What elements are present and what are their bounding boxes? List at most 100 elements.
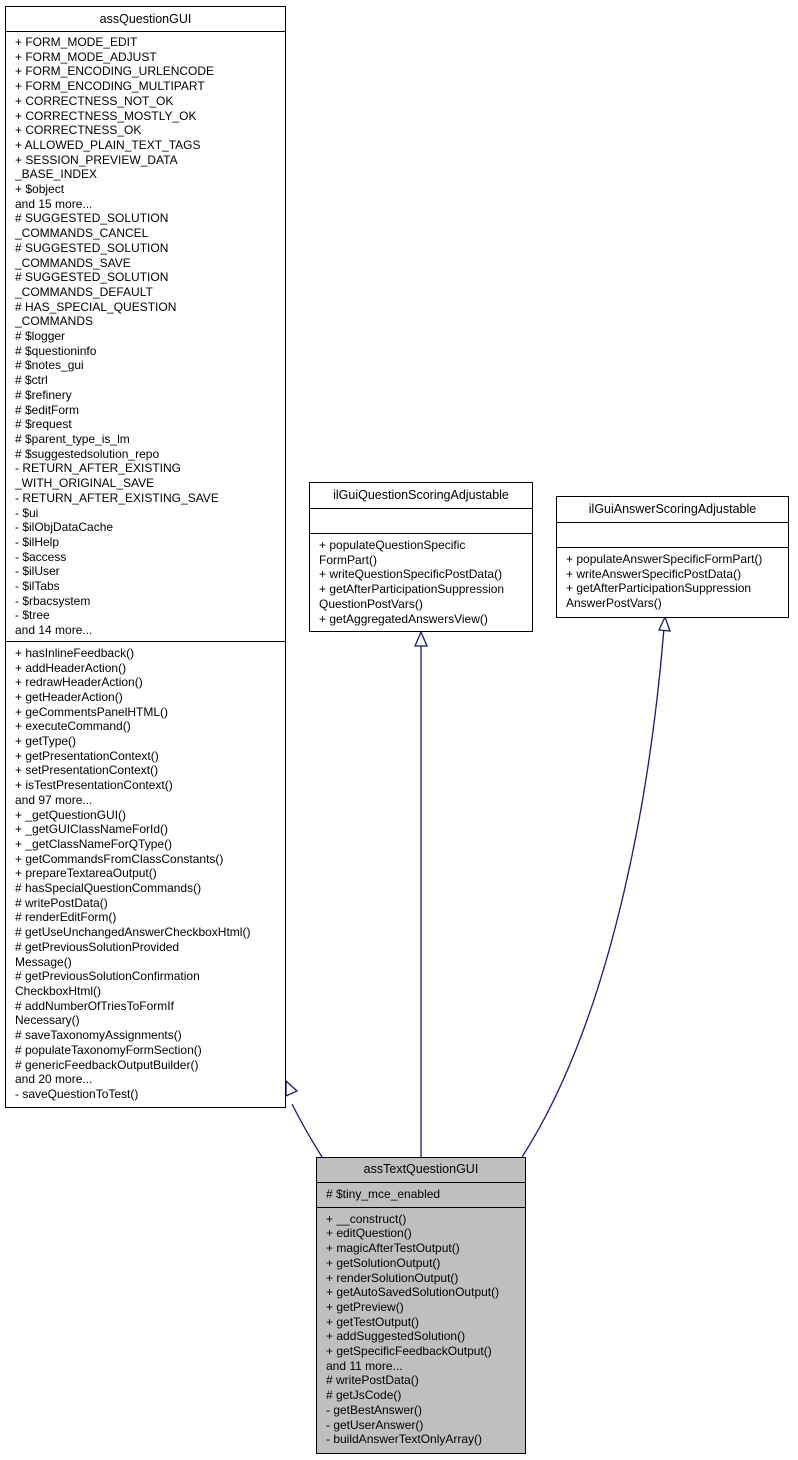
class-member: - $ilHelp (15, 534, 60, 549)
class-member: + CORRECTNESS_NOT_OK (15, 93, 174, 108)
attributes-section (557, 523, 788, 548)
class-member: - $access (15, 549, 67, 564)
class-member: + executeCommand() (15, 719, 131, 734)
class-member: # saveTaxonomyAssignments() (15, 1028, 182, 1043)
arrowhead-answer-scoring (658, 615, 671, 632)
attributes-section: + FORM_MODE_EDIT+ FORM_MODE_ADJUST+ FORM… (6, 32, 285, 641)
class-member: - getBestAnswer() (326, 1402, 423, 1417)
class-member: + $object (15, 182, 65, 197)
class-box-asstextquestiongui[interactable]: assTextQuestionGUI # $tiny_mce_enabled +… (316, 1157, 526, 1454)
class-member: # $parent_type_is_lm (15, 431, 130, 446)
class-member: + getPreview() (326, 1299, 404, 1314)
class-member: # renderEditForm() (15, 910, 117, 925)
class-member: + getAfterParticipationSuppression (566, 581, 752, 596)
class-member: # populateTaxonomyFormSection() (15, 1042, 202, 1057)
class-name: ilGuiQuestionScoringAdjustable (310, 483, 532, 509)
class-member: + CORRECTNESS_MOSTLY_OK (15, 108, 197, 123)
class-member: # writePostData() (326, 1373, 419, 1388)
class-member: - $ilUser (15, 564, 60, 579)
class-member: CheckboxHtml() (15, 984, 102, 998)
class-member: + FORM_ENCODING_URLENCODE (15, 64, 215, 79)
class-member: - $ilObjDataCache (15, 520, 114, 535)
class-member: - $ilTabs (15, 579, 60, 594)
class-member: + getSpecificFeedbackOutput() (326, 1344, 492, 1359)
class-member: + populateQuestionSpecific (319, 538, 466, 552)
class-member: - saveQuestionToTest() (15, 1086, 139, 1101)
arrowhead-question-scoring (414, 630, 428, 647)
edge-derived-to-answer-scoring (521, 627, 665, 1158)
class-member: - $rbacsystem (15, 593, 91, 608)
class-member: # $suggestedsolution_repo (15, 446, 160, 461)
class-member: # writePostData() (15, 895, 108, 910)
class-member: # getJsCode() (326, 1388, 402, 1403)
class-member: # getPreviousSolutionProvided (15, 939, 180, 954)
class-member: + getAfterParticipationSuppression (319, 582, 505, 597)
edge-derived-to-base (291, 1103, 323, 1158)
class-member: + writeAnswerSpecificPostData() (566, 566, 742, 581)
class-name: assQuestionGUI (6, 7, 285, 32)
class-member: # $notes_gui (15, 358, 84, 373)
class-member: + FORM_ENCODING_MULTIPART (15, 79, 205, 94)
class-member: _BASE_INDEX (15, 167, 98, 182)
class-member: # addNumberOfTriesToFormIf (15, 998, 174, 1013)
class-member: Necessary() (15, 1013, 80, 1028)
class-member: + redrawHeaderAction() (15, 675, 143, 690)
class-box-ilguianswerscoringadjustable[interactable]: ilGuiAnswerScoringAdjustable + populateA… (556, 496, 789, 618)
class-member: + _getGUIClassNameForId() (15, 822, 169, 837)
class-member: AnswerPostVars() (566, 596, 662, 611)
class-member: + setPresentationContext() (15, 763, 159, 778)
class-member: Message() (15, 954, 72, 969)
class-member: # $ctrl (15, 373, 48, 388)
class-member: + FORM_MODE_ADJUST (15, 49, 157, 64)
class-member: - $tree (15, 608, 50, 623)
class-member: # genericFeedbackOutputBuilder() (15, 1057, 199, 1072)
class-member: + getHeaderAction() (15, 689, 123, 704)
class-member: _COMMANDS_SAVE (15, 255, 131, 270)
class-member: + populateAnswerSpecificFormPart() (566, 552, 763, 566)
class-member: QuestionPostVars() (319, 596, 423, 611)
class-member: + renderSolutionOutput() (326, 1270, 459, 1285)
class-member: _COMMANDS_CANCEL (15, 226, 149, 241)
class-member: # $refinery (15, 387, 72, 402)
class-member: - buildAnswerTextOnlyArray() (326, 1432, 483, 1447)
class-member: - RETURN_AFTER_EXISTING_SAVE (15, 490, 219, 505)
class-member: - RETURN_AFTER_EXISTING (15, 461, 182, 476)
class-member: # $logger (15, 329, 66, 344)
class-member: _COMMANDS_DEFAULT (15, 284, 153, 299)
class-box-ilguiquestionscoringadjustable[interactable]: ilGuiQuestionScoringAdjustable + populat… (309, 482, 533, 632)
methods-section: + hasInlineFeedback()+ addHeaderAction()… (6, 640, 285, 1102)
class-member: + editQuestion() (326, 1226, 412, 1241)
class-member: + getType() (15, 734, 77, 749)
class-member: - $ui (15, 505, 39, 520)
class-member: + addSuggestedSolution() (326, 1329, 466, 1344)
class-member: # hasSpecialQuestionCommands() (15, 881, 202, 896)
class-member: # SUGGESTED_SOLUTION (15, 240, 169, 255)
class-member: + _getQuestionGUI() (15, 807, 127, 822)
class-member: _WITH_ORIGINAL_SAVE (15, 476, 155, 491)
class-box-assquestiongui[interactable]: assQuestionGUI + FORM_MODE_EDIT+ FORM_MO… (5, 6, 286, 1108)
class-member: + FORM_MODE_EDIT (15, 35, 138, 49)
attributes-section: # $tiny_mce_enabled (317, 1183, 525, 1207)
class-member: FormPart() (319, 552, 377, 567)
class-member: and 20 more... (15, 1072, 93, 1087)
class-member: # getPreviousSolutionConfirmation (15, 969, 200, 984)
class-member: + magicAfterTestOutput() (326, 1241, 460, 1256)
class-member: # $questioninfo (15, 343, 97, 358)
class-member: + ALLOWED_PLAIN_TEXT_TAGS (15, 137, 201, 152)
class-member: + SESSION_PREVIEW_DATA (15, 152, 178, 167)
class-member: + writeQuestionSpecificPostData() (319, 567, 503, 582)
class-name: ilGuiAnswerScoringAdjustable (557, 497, 788, 523)
class-member: _COMMANDS (15, 314, 94, 329)
class-member: and 97 more... (15, 792, 93, 807)
methods-section: + populateAnswerSpecificFormPart()+ writ… (557, 548, 788, 611)
class-member: + isTestPresentationContext() (15, 778, 173, 793)
class-member: and 14 more... (15, 623, 93, 638)
class-member: + getTestOutput() (326, 1314, 420, 1329)
class-member: - getUserAnswer() (326, 1417, 424, 1432)
class-member: + prepareTextareaOutput() (15, 866, 157, 881)
class-member: + getAggregatedAnswersView() (319, 611, 488, 626)
class-member: # SUGGESTED_SOLUTION (15, 270, 169, 285)
class-member: # HAS_SPECIAL_QUESTION (15, 299, 177, 314)
